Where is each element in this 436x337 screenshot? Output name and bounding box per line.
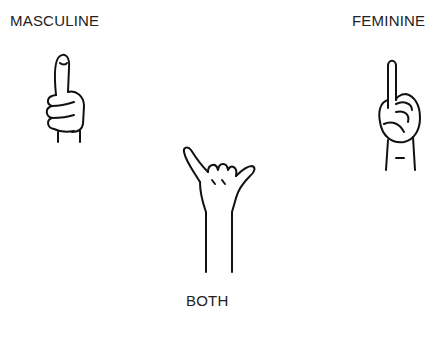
knuckle-line	[212, 180, 225, 184]
pinky-up-hand	[379, 61, 420, 170]
wrist-crease	[396, 157, 404, 159]
hand-label: MASCULINE	[10, 12, 99, 29]
thumb	[236, 166, 254, 198]
fist-outline	[379, 94, 420, 142]
thumb-nail	[60, 63, 67, 65]
shaka-hand	[184, 148, 255, 272]
wrist	[386, 137, 415, 170]
finger-line	[396, 111, 408, 122]
thumb	[384, 122, 404, 132]
finger-line	[52, 102, 74, 106]
fist-back	[68, 92, 84, 132]
pinky	[388, 61, 396, 108]
finger-line	[52, 115, 74, 118]
pinky	[184, 148, 208, 182]
thumbs-up-hand	[47, 55, 84, 142]
arm	[200, 182, 236, 272]
wrist	[58, 131, 80, 142]
thumb	[55, 55, 69, 95]
hand-label: FEMININE	[352, 12, 425, 29]
finger-line	[396, 102, 412, 110]
curled-fingers	[208, 164, 236, 176]
hand-label: BOTH	[186, 292, 228, 309]
fist-outline	[47, 95, 74, 132]
